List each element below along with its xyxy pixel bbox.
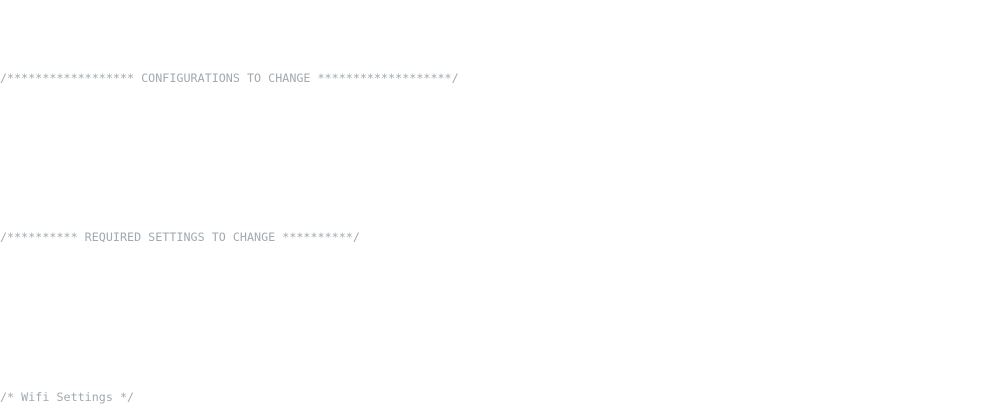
code-line-blank: [0, 151, 1007, 167]
wifi-section-comment: /* Wifi Settings */: [0, 389, 135, 404]
code-line-wifi-section: /* Wifi Settings */: [0, 390, 1007, 406]
banner-required-comment: /********** REQUIRED SETTINGS TO CHANGE …: [0, 230, 360, 245]
banner-main-comment: /****************** CONFIGURATIONS TO CH…: [0, 70, 459, 85]
code-line-banner-required: /********** REQUIRED SETTINGS TO CHANGE …: [0, 230, 1007, 246]
code-line-blank: [0, 310, 1007, 326]
code-line-banner-main: /****************** CONFIGURATIONS TO CH…: [0, 71, 1007, 87]
